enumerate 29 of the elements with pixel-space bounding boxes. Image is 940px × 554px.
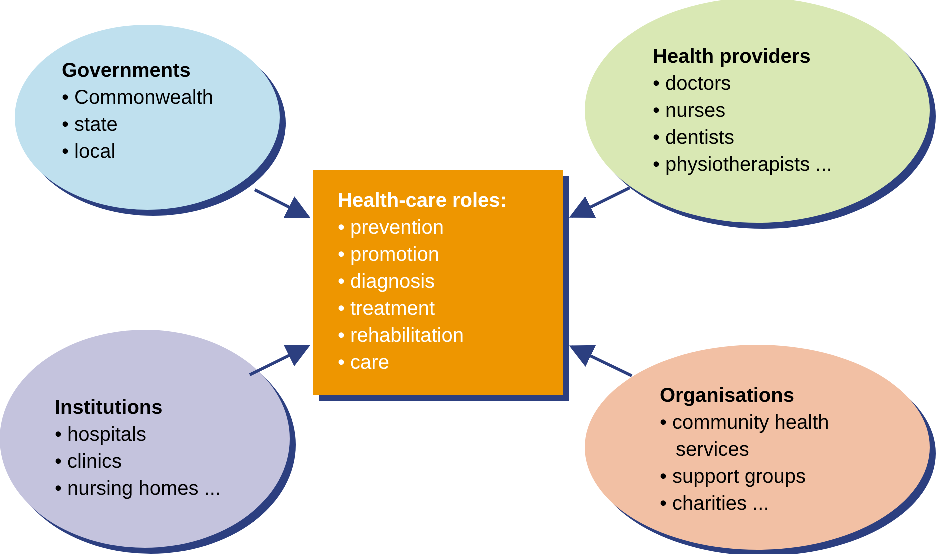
bullet-item: • prevention bbox=[338, 216, 445, 241]
bullet-item: • treatment bbox=[338, 297, 436, 322]
bullet-item: • promotion bbox=[338, 243, 440, 268]
bullet-item: • support groups bbox=[660, 465, 806, 490]
group-heading: Institutions bbox=[55, 396, 163, 421]
bullet-item: • diagnosis bbox=[338, 270, 436, 295]
bullet-item: • community health services bbox=[660, 411, 830, 463]
bullet-item: • clinics bbox=[55, 450, 124, 475]
bullet-item: • hospitals bbox=[55, 423, 148, 448]
group-heading: Governments bbox=[62, 59, 191, 84]
bullet-item: • rehabilitation bbox=[338, 324, 465, 349]
arrow bbox=[254, 188, 311, 218]
roles-box bbox=[313, 170, 563, 395]
bullet-item: • nursing homes ... bbox=[55, 477, 221, 502]
bullet-item: • charities ... bbox=[660, 492, 770, 517]
group-heading: Health-care roles: bbox=[338, 189, 507, 214]
bullet-item: • Commonwealth bbox=[62, 86, 215, 111]
bullet-item: • nurses bbox=[653, 99, 727, 124]
bullet-item: • local bbox=[62, 140, 117, 165]
bullet-item: • physiotherapists ... bbox=[653, 153, 832, 178]
group-heading: Organisations bbox=[660, 384, 794, 409]
arrow bbox=[249, 344, 311, 376]
arrow bbox=[569, 345, 633, 378]
group-heading: Health providers bbox=[653, 45, 811, 70]
bullet-item: • doctors bbox=[653, 72, 732, 97]
bullet-item: • state bbox=[62, 113, 119, 138]
bullet-item: • dentists bbox=[653, 126, 736, 151]
arrow bbox=[569, 186, 631, 218]
bullet-item: • care bbox=[338, 351, 390, 376]
